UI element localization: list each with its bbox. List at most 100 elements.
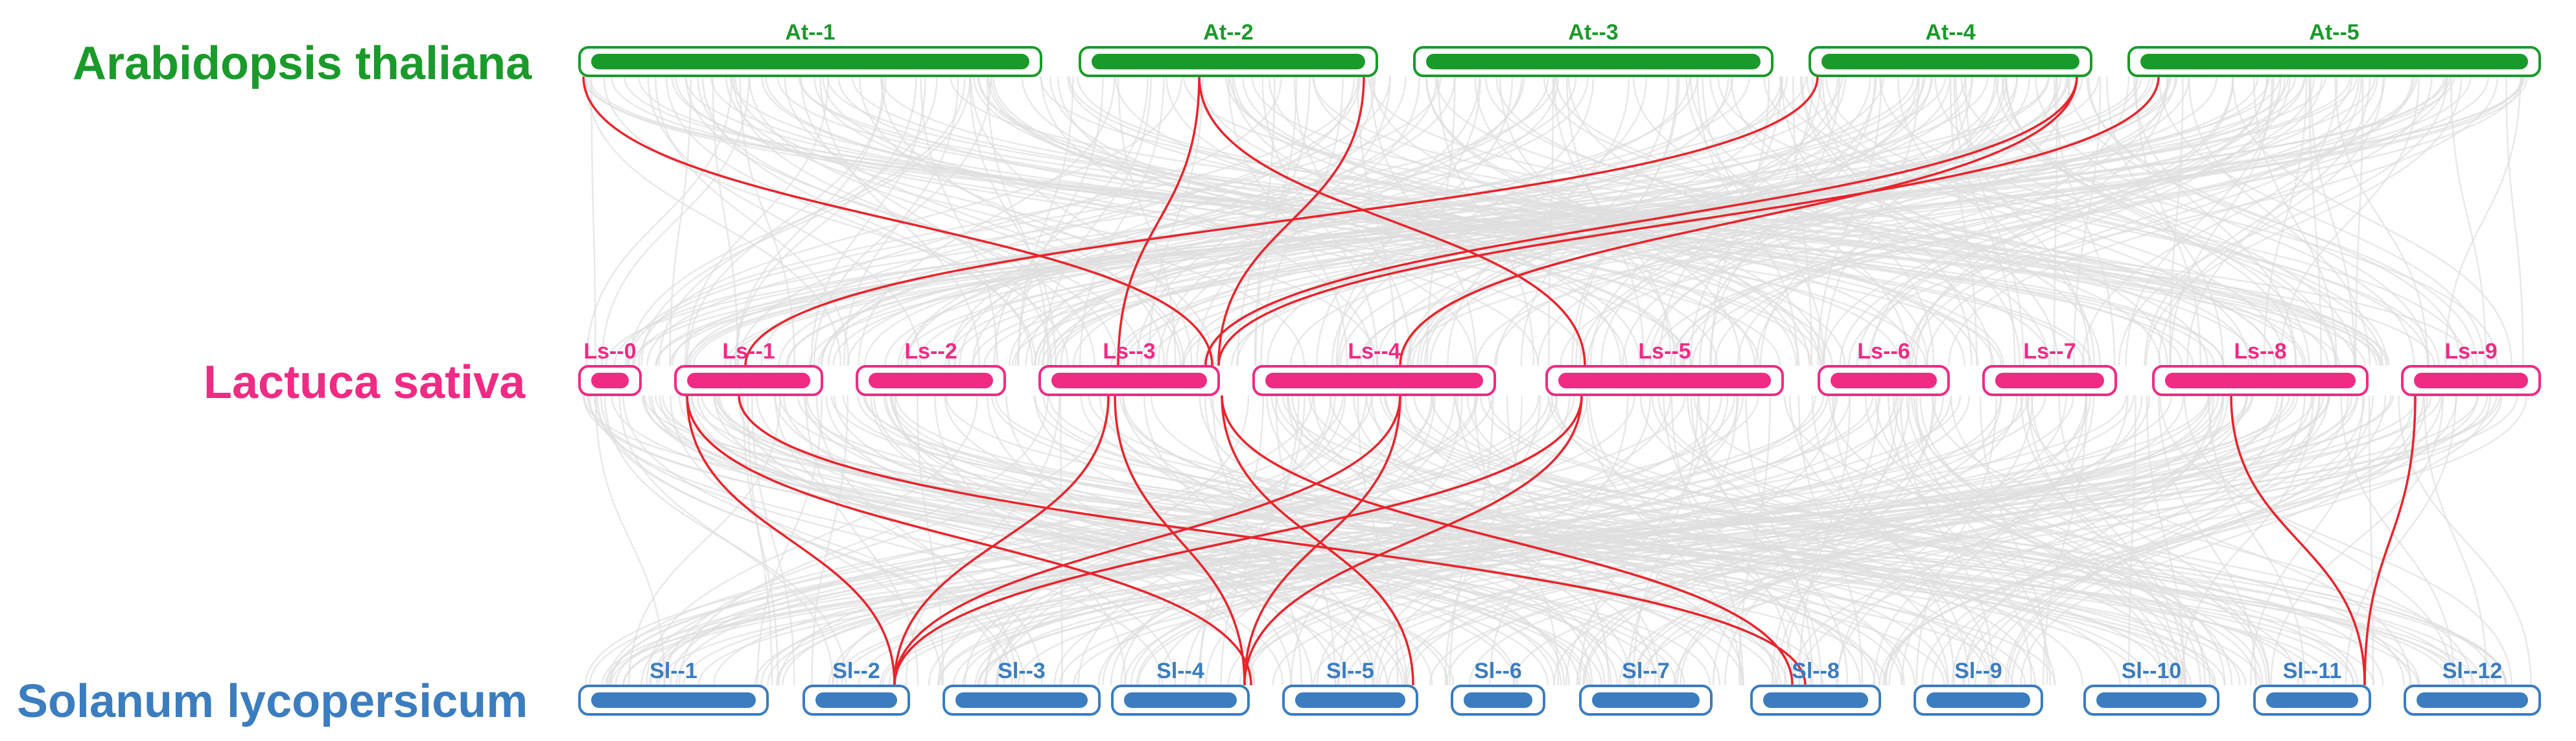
synteny-link <box>1148 76 1204 366</box>
synteny-link <box>640 76 971 366</box>
chromosome-at-3[interactable]: At--3 <box>1413 20 1774 77</box>
synteny-link <box>1839 76 2291 366</box>
synteny-link <box>1649 76 1996 366</box>
synteny-link <box>1828 395 2233 686</box>
synteny-link <box>737 395 1177 686</box>
chromosome-ls-0[interactable]: Ls--0 <box>578 339 642 396</box>
chromosome-label: Ls--1 <box>722 339 775 364</box>
synteny-link <box>2345 395 2457 686</box>
chromosome-ls-4[interactable]: Ls--4 <box>1252 339 1496 396</box>
synteny-link <box>2334 76 2429 366</box>
chromosome-sl-11[interactable]: Sl--11 <box>2253 659 2371 716</box>
chromosome-sl-9[interactable]: Sl--9 <box>1914 659 2043 716</box>
chromosome-sl-7[interactable]: Sl--7 <box>1579 659 1713 716</box>
synteny-link <box>2020 395 2207 686</box>
synteny-link <box>808 76 2297 366</box>
synteny-link <box>2035 76 2415 366</box>
synteny-link <box>1068 76 2258 366</box>
synteny-link <box>1554 395 2056 686</box>
synteny-link <box>2181 395 2314 686</box>
synteny-link <box>1908 76 2234 366</box>
synteny-link <box>1079 76 1165 366</box>
chromosome-label: Ls--5 <box>1638 339 1691 364</box>
chromosome-bar <box>1831 373 1937 388</box>
synteny-link <box>628 395 781 686</box>
chromosome-ls-9[interactable]: Ls--9 <box>2401 339 2541 396</box>
chromosome-ls-7[interactable]: Ls--7 <box>1982 339 2117 396</box>
synteny-link <box>2004 395 2306 686</box>
synteny-link <box>1316 76 1514 366</box>
synteny-link <box>944 76 2100 366</box>
chromosome-ls-8[interactable]: Ls--8 <box>2152 339 2369 396</box>
synteny-link <box>977 395 2501 686</box>
synteny-link <box>1915 76 2168 366</box>
chromosome-ls-3[interactable]: Ls--3 <box>1038 339 1220 396</box>
chromosome-sl-1[interactable]: Sl--1 <box>578 659 769 716</box>
chromosome-at-4[interactable]: At--4 <box>1809 20 2092 77</box>
chromosome-sl-10[interactable]: Sl--10 <box>2083 659 2219 716</box>
chromosome-ls-5[interactable]: Ls--5 <box>1545 339 1784 396</box>
synteny-link <box>622 395 1025 686</box>
synteny-link <box>601 76 750 366</box>
chromosome-at-2[interactable]: At--2 <box>1079 20 1378 77</box>
synteny-link <box>1823 76 1920 366</box>
chromosome-at-5[interactable]: At--5 <box>2127 20 2541 77</box>
chromosome-sl-6[interactable]: Sl--6 <box>1451 659 1545 716</box>
synteny-link <box>1560 76 2378 366</box>
synteny-link <box>751 395 795 686</box>
chromosome-ls-6[interactable]: Ls--6 <box>1818 339 1950 396</box>
synteny-link <box>817 76 1920 366</box>
chromosome-label: Sl--3 <box>998 659 1046 683</box>
synteny-link <box>1953 76 2016 366</box>
synteny-link <box>1276 395 2167 686</box>
synteny-link <box>1547 395 2258 686</box>
highlighted-link <box>893 395 1110 686</box>
synteny-link <box>1696 76 1799 366</box>
synteny-link <box>2027 395 2180 686</box>
chromosome-ls-1[interactable]: Ls--1 <box>674 339 823 396</box>
synteny-link <box>1290 395 1463 686</box>
synteny-link <box>671 76 1781 366</box>
synteny-link <box>872 395 1376 686</box>
chromosome-sl-4[interactable]: Sl--4 <box>1111 659 1250 716</box>
chromosome-bar <box>1051 373 1207 388</box>
synteny-link <box>640 395 1314 686</box>
synteny-link <box>1014 76 1885 366</box>
highlighted-link <box>1243 395 1583 686</box>
chromosome-at-1[interactable]: At--1 <box>578 20 1042 77</box>
chromosome-sl-5[interactable]: Sl--5 <box>1282 659 1418 716</box>
synteny-link <box>739 76 796 366</box>
chromosome-label: At--2 <box>1203 20 1253 45</box>
synteny-link <box>1717 76 2440 366</box>
synteny-link <box>972 76 1438 366</box>
synteny-link <box>1579 76 2005 366</box>
synteny-link <box>1847 76 2499 366</box>
synteny-link <box>858 76 1116 366</box>
synteny-link <box>1181 76 2068 366</box>
chromosome-ls-2[interactable]: Ls--2 <box>856 339 1006 396</box>
chromosome-sl-8[interactable]: Sl--8 <box>1750 659 1881 716</box>
synteny-link <box>669 76 692 366</box>
synteny-link <box>710 76 2002 366</box>
synteny-link <box>1676 395 2067 686</box>
synteny-link <box>670 395 943 686</box>
chromosome-label: At--4 <box>1925 20 1976 45</box>
synteny-link <box>1762 76 2430 366</box>
synteny-link <box>671 76 1915 366</box>
chromosome-sl-12[interactable]: Sl--12 <box>2404 659 2541 716</box>
synteny-link <box>1099 395 1721 686</box>
chromosome-sl-2[interactable]: Sl--2 <box>802 659 910 716</box>
synteny-link <box>687 76 1947 366</box>
synteny-link <box>1864 395 2211 686</box>
synteny-link <box>725 76 1306 366</box>
chromosome-bar <box>2414 373 2528 388</box>
synteny-link <box>993 76 1149 366</box>
chromosome-bar <box>1592 692 1700 708</box>
background-synteny-links <box>582 76 2532 686</box>
synteny-link <box>1110 395 1589 686</box>
highlighted-link <box>893 395 1401 686</box>
chromosome-sl-3[interactable]: Sl--3 <box>943 659 1101 716</box>
synteny-link <box>1469 395 2359 686</box>
synteny-link <box>2159 395 2512 686</box>
chromosome-bar <box>591 692 756 708</box>
